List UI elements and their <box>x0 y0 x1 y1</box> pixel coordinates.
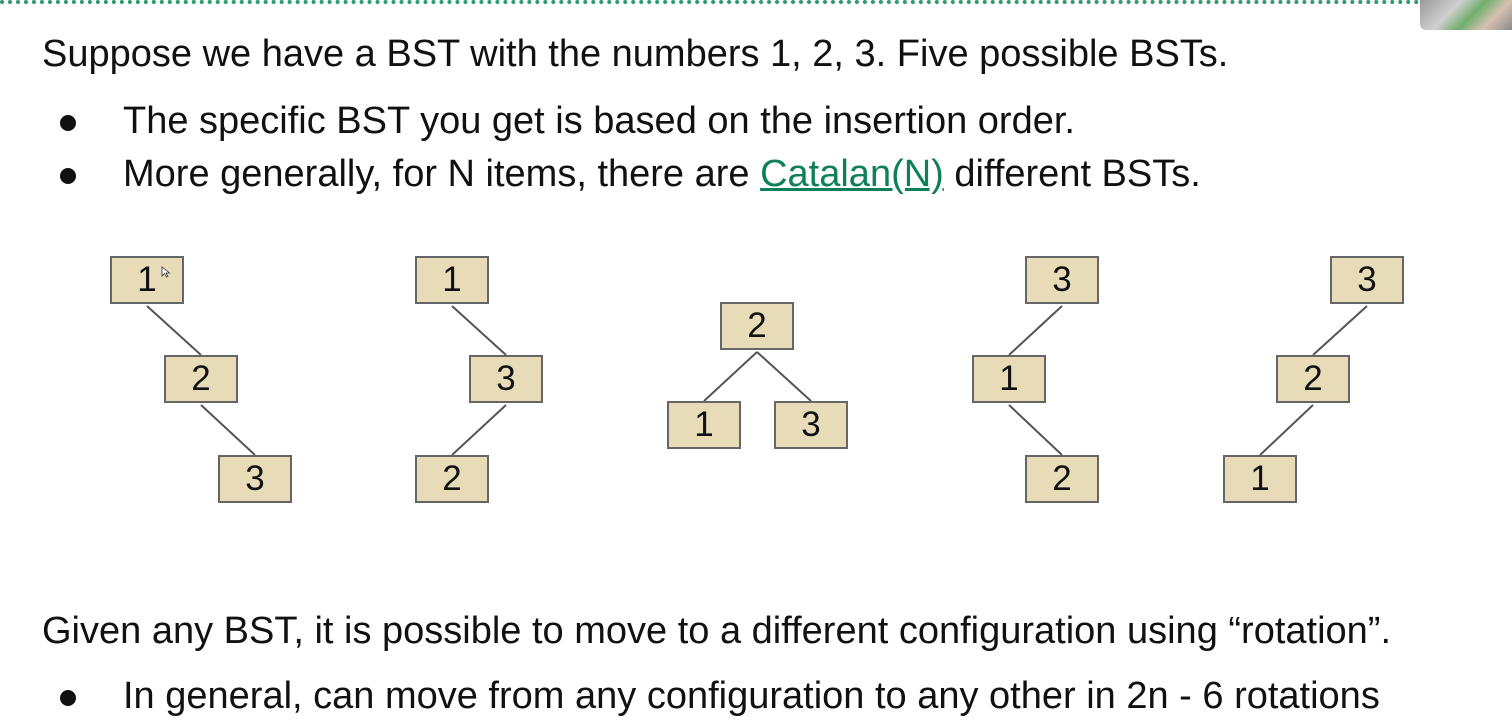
top-dotted-divider <box>0 0 1420 6</box>
tree5-edge-3-2 <box>1312 305 1368 356</box>
tree1-root-node: 1 <box>110 256 184 304</box>
tree4-edge-3-1 <box>1008 305 1063 356</box>
tree4-edge-1-2 <box>1008 404 1063 456</box>
tree1-edge-2-3 <box>200 404 256 456</box>
catalan-suffix: different BSTs. <box>943 153 1201 195</box>
tree4-child-node: 1 <box>972 355 1046 403</box>
tree2-grandchild-node: 2 <box>415 455 489 503</box>
tree4-grandchild-node: 2 <box>1025 455 1099 503</box>
tree3-right-node: 3 <box>774 401 848 449</box>
rotation-text: Given any BST, it is possible to move to… <box>42 610 1391 652</box>
mouse-pointer-icon <box>161 266 171 278</box>
tree5-child-node: 2 <box>1276 355 1350 403</box>
bullet-icon <box>60 690 76 706</box>
tree2-root-node: 1 <box>415 256 489 304</box>
tree5-grandchild-node: 1 <box>1223 455 1297 503</box>
tree2-edge-3-2 <box>451 404 507 456</box>
bullet-icon <box>60 168 76 184</box>
catalan-prefix: More generally, for N items, there are <box>123 153 761 195</box>
tree5-edge-2-1 <box>1259 404 1314 456</box>
catalan-link[interactable]: Catalan(N) <box>760 153 944 195</box>
bullet-icon <box>60 115 76 131</box>
tree5-root-node: 3 <box>1330 256 1404 304</box>
bullet-catalan: More generally, for N items, there are C… <box>123 152 1201 196</box>
tree2-child-node: 3 <box>469 355 543 403</box>
bullet-rotations: In general, can move from any configurat… <box>123 675 1380 717</box>
bullet-insertion-order: The specific BST you get is based on the… <box>123 100 1075 142</box>
tree3-root-node: 2 <box>720 302 794 350</box>
tree4-root-node: 3 <box>1025 256 1099 304</box>
tree2-edge-1-3 <box>451 305 507 356</box>
tree3-left-node: 1 <box>667 401 741 449</box>
tree3-edge-2-3 <box>756 351 812 402</box>
tree3-edge-2-1 <box>703 351 758 402</box>
tree1-edge-1-2 <box>146 305 202 356</box>
webcam-overlay <box>1420 0 1512 30</box>
tree1-grandchild-node: 3 <box>218 455 292 503</box>
intro-text: Suppose we have a BST with the numbers 1… <box>42 33 1229 75</box>
tree1-child-node: 2 <box>164 355 238 403</box>
